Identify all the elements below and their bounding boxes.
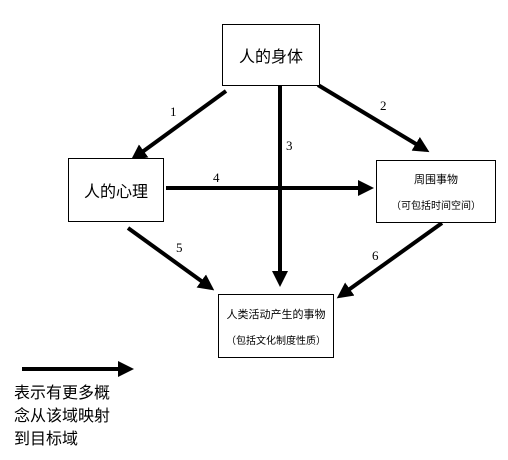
- legend-line-2: 念从该域映射: [14, 406, 111, 425]
- node-activities-note: （包括文化制度性质）: [226, 335, 326, 347]
- node-surroundings-note: （可包括时间空间）: [391, 201, 481, 212]
- node-activities: 人类活动产生的事物 （包括文化制度性质）: [218, 294, 334, 358]
- node-mind: 人的心理: [68, 158, 164, 222]
- arrow-1: [130, 89, 228, 161]
- edge-label-4: 4: [213, 170, 220, 185]
- node-body: 人的身体: [222, 24, 320, 86]
- arrow-2: [316, 83, 430, 153]
- node-mind-label: 人的心理: [83, 182, 148, 201]
- edge-label-3: 3: [286, 138, 293, 153]
- node-surroundings-label: 周围事物: [414, 173, 458, 186]
- arrow-5: [126, 226, 215, 291]
- node-activities-label: 人类活动产生的事物: [226, 307, 326, 321]
- edge-label-5: 5: [176, 240, 183, 255]
- legend-line-1: 表示有更多概: [14, 383, 111, 402]
- node-surroundings: 周围事物 （可包括时间空间）: [376, 160, 496, 223]
- edge-label-1: 1: [170, 104, 177, 119]
- edge-label-2: 2: [380, 98, 387, 113]
- legend-line-3: 到目标域: [14, 429, 79, 448]
- arrow-6: [336, 221, 444, 299]
- node-body-label: 人的身体: [238, 47, 303, 66]
- legend-text: 表示有更多概 念从该域映射 到目标域: [14, 381, 134, 450]
- edge-label-6: 6: [372, 248, 379, 263]
